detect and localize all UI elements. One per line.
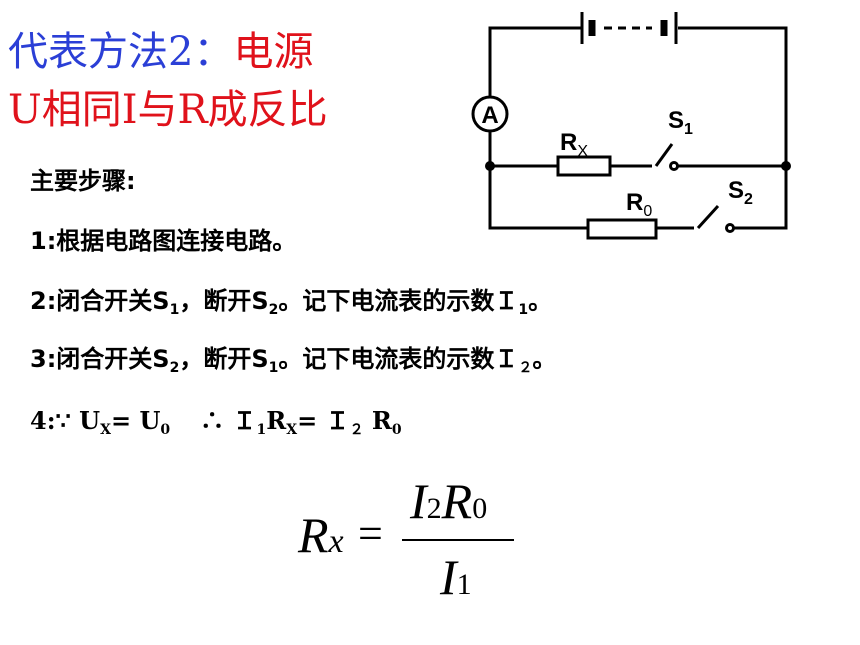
title-power: 电源 — [233, 29, 314, 75]
title-method: 代表方法2： — [8, 29, 234, 75]
formula-numerator: I2R0 — [410, 473, 488, 529]
label-s2: S2 — [728, 177, 753, 208]
wire-top-right — [678, 26, 788, 166]
formula-equals: = — [358, 509, 383, 558]
step-1: 1:根据电路图连接电路。 — [30, 227, 297, 255]
switch-s1-contact — [669, 161, 679, 171]
title-line-2: U相同I与R成反比 — [8, 87, 328, 133]
steps-heading: 主要步骤: — [30, 167, 136, 195]
switch-s2-contact — [725, 223, 735, 233]
junction-right — [781, 161, 791, 171]
formula-lhs: Rx — [298, 507, 344, 563]
label-rx: RX — [560, 129, 588, 160]
junction-left — [485, 161, 495, 171]
ammeter-label: A — [481, 102, 498, 129]
wire-b2-left — [488, 166, 588, 230]
title-line-1: 代表方法2：电源 — [8, 30, 313, 74]
label-r0: R0 — [626, 189, 652, 220]
formula-denominator: I1 — [440, 549, 472, 605]
wire-b2-right — [732, 166, 788, 230]
step-3: 3:闭合开关S2，断开S1。记下电流表的示数Ｉ２。 — [30, 345, 557, 376]
ammeter-icon — [471, 95, 509, 133]
step-2: 2:闭合开关S1，断开S2。记下电流表的示数Ｉ1。 — [30, 287, 553, 318]
switch-s1-blade — [654, 143, 674, 167]
step-4: 4:∵ UX= U0∴ Ｉ1RX= Ｉ２ R0 — [30, 406, 402, 438]
resistor-r0 — [586, 218, 658, 240]
label-s1: S1 — [668, 107, 693, 138]
switch-s2-blade — [696, 204, 720, 230]
